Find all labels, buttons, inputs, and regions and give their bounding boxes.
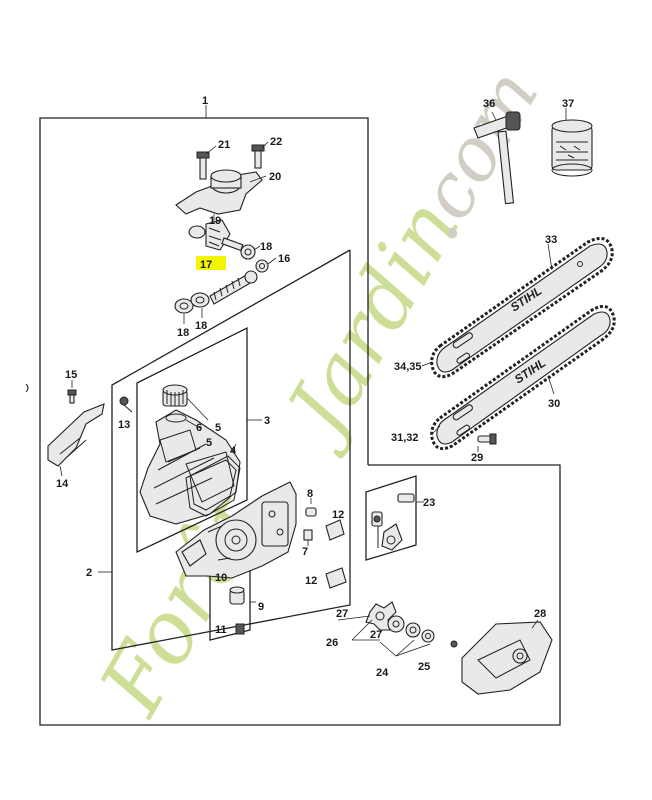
label-12b: 12 bbox=[305, 575, 317, 587]
bearings-18-lower bbox=[174, 292, 210, 324]
label-18b: 18 bbox=[177, 327, 189, 339]
label-20: 20 bbox=[269, 171, 281, 183]
bevel-gear-19 bbox=[188, 214, 244, 252]
pad-12-bottom bbox=[325, 567, 347, 589]
watermark-text-3: .com bbox=[391, 55, 555, 254]
combination-wrench-36 bbox=[473, 111, 521, 205]
ring-16 bbox=[255, 257, 277, 273]
label-17: 17 bbox=[200, 259, 212, 271]
edge-mark bbox=[25, 383, 29, 393]
frame-assembly-1 bbox=[39, 117, 561, 726]
label-16: 16 bbox=[278, 253, 290, 265]
screw-15 bbox=[67, 380, 77, 404]
pad-12-top bbox=[325, 519, 345, 541]
part-number-labels: 1 2 3 4 5 5 6 7 8 9 10 11 12 12 13 14 15… bbox=[56, 95, 574, 679]
bearing-18-top bbox=[240, 244, 261, 260]
label-4: 4 bbox=[230, 445, 237, 457]
label-13: 13 bbox=[118, 419, 130, 431]
screw-22 bbox=[251, 141, 269, 169]
label-22: 22 bbox=[270, 136, 282, 148]
oil-cap-5 bbox=[162, 384, 209, 421]
label-30: 30 bbox=[548, 398, 560, 410]
label-34-35: 34,35 bbox=[394, 361, 422, 373]
guide-bar-30: STIHL bbox=[430, 304, 616, 451]
label-11: 11 bbox=[215, 624, 227, 636]
label-6: 6 bbox=[196, 422, 202, 434]
label-24: 24 bbox=[376, 667, 389, 679]
label-26: 26 bbox=[326, 637, 338, 649]
highlight-17 bbox=[196, 256, 226, 270]
label-37: 37 bbox=[562, 98, 574, 110]
label-19: 19 bbox=[209, 215, 221, 227]
label-27a: 27 bbox=[336, 608, 348, 620]
gasket-4 bbox=[185, 443, 241, 517]
label-36: 36 bbox=[483, 98, 495, 110]
label-23: 23 bbox=[423, 497, 435, 509]
label-7: 7 bbox=[302, 546, 308, 558]
oil-container-37 bbox=[551, 108, 593, 177]
guide-bar-33: STIHL bbox=[421, 236, 614, 379]
pinion-shaft-17 bbox=[196, 256, 258, 305]
tensioner-assembly-23 bbox=[371, 493, 415, 551]
bar-bolt-29 bbox=[477, 433, 497, 452]
label-5b: 5 bbox=[206, 437, 212, 449]
frame-assembly-2 bbox=[111, 249, 351, 651]
label-10: 10 bbox=[215, 572, 227, 584]
label-2: 2 bbox=[86, 567, 92, 579]
label-5a: 5 bbox=[215, 422, 221, 434]
frame-assembly-23 bbox=[365, 475, 417, 561]
label-18c: 18 bbox=[195, 320, 207, 332]
plug-8 bbox=[305, 498, 317, 517]
label-1: 1 bbox=[202, 95, 208, 107]
label-33: 33 bbox=[545, 234, 557, 246]
assembly-frames bbox=[39, 105, 561, 726]
gear-housing-2 bbox=[175, 481, 297, 579]
label-14: 14 bbox=[56, 478, 69, 490]
label-29: 29 bbox=[471, 452, 483, 464]
frame-assembly-3 bbox=[136, 326, 248, 554]
oring-6 bbox=[165, 413, 201, 429]
screw-13 bbox=[119, 396, 133, 413]
label-3: 3 bbox=[264, 415, 270, 427]
label-15: 15 bbox=[65, 369, 77, 381]
sprocket-cover-28 bbox=[450, 619, 553, 695]
label-25: 25 bbox=[418, 661, 430, 673]
chain-guard-14 bbox=[47, 403, 105, 477]
label-31-32: 31,32 bbox=[391, 432, 419, 444]
label-8: 8 bbox=[307, 488, 313, 500]
label-18a: 18 bbox=[260, 241, 272, 253]
bushing-10 bbox=[229, 586, 245, 605]
gear-housing-top bbox=[175, 169, 267, 215]
label-21: 21 bbox=[218, 139, 230, 151]
screw-21 bbox=[196, 145, 217, 180]
pin-11 bbox=[235, 623, 245, 635]
label-28: 28 bbox=[534, 608, 546, 620]
label-27b: 27 bbox=[370, 629, 382, 641]
sprocket-assembly bbox=[337, 601, 435, 657]
label-9: 9 bbox=[258, 601, 264, 613]
screw-7 bbox=[303, 529, 313, 546]
label-12a: 12 bbox=[332, 509, 344, 521]
